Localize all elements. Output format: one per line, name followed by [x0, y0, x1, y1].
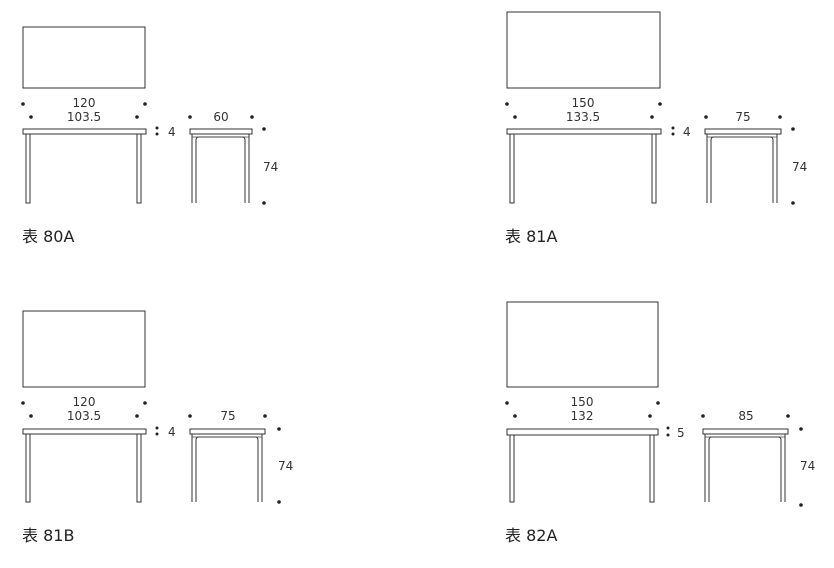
- table-80a-depth-label: 60: [213, 110, 228, 124]
- dim-marker: [155, 432, 159, 436]
- dim-marker: [505, 102, 509, 106]
- table-81b-length-label: 120: [73, 395, 96, 409]
- dim-marker: [650, 115, 654, 119]
- table-81b-front-view: [22, 428, 147, 503]
- dim-marker: [799, 427, 803, 431]
- table-81a-thickness-label: 4: [683, 125, 691, 139]
- dim-marker: [188, 115, 192, 119]
- table-81a-caption: 表 81A: [505, 227, 557, 246]
- table-82a-inner-length-label: 132: [571, 409, 594, 423]
- dim-marker: [671, 126, 675, 130]
- dim-marker: [262, 127, 266, 131]
- dim-marker: [505, 401, 509, 405]
- table-82a-side-view: [702, 428, 789, 502]
- dim-marker: [791, 127, 795, 131]
- dim-marker: [135, 414, 139, 418]
- table-81b-inner-length-label: 103.5: [67, 409, 101, 423]
- dim-marker: [671, 132, 675, 136]
- dim-marker: [250, 115, 254, 119]
- table-81b-depth-label: 75: [220, 409, 235, 423]
- dim-marker: [155, 132, 159, 136]
- table-80a: 120 103.5 4 60 74 表 80A: [21, 26, 278, 246]
- table-81a-top-view: [506, 11, 661, 89]
- dim-marker: [648, 414, 652, 418]
- dim-marker: [263, 414, 267, 418]
- dim-marker: [786, 414, 790, 418]
- table-80a-top-view: [22, 26, 146, 89]
- table-82a-height-label: 74: [800, 459, 815, 473]
- dim-marker: [21, 102, 25, 106]
- table-82a: 150 132 5 85 74 表 82A: [505, 301, 815, 545]
- table-82a-caption: 表 82A: [505, 526, 557, 545]
- dim-marker: [143, 102, 147, 106]
- dim-marker: [21, 401, 25, 405]
- table-80a-front-view: [22, 128, 147, 204]
- table-81b-caption: 表 81B: [22, 526, 74, 545]
- dim-marker: [513, 115, 517, 119]
- dim-marker: [658, 102, 662, 106]
- dim-marker: [666, 433, 670, 437]
- dim-marker: [791, 201, 795, 205]
- table-82a-top-view: [506, 301, 659, 388]
- table-82a-depth-label: 85: [738, 409, 753, 423]
- table-81b-top-view: [22, 310, 146, 388]
- table-81a-front-view: [506, 128, 662, 204]
- dim-marker: [799, 503, 803, 507]
- table-80a-length-label: 120: [73, 96, 96, 110]
- table-82a-thickness-label: 5: [677, 426, 685, 440]
- dim-marker: [155, 126, 159, 130]
- dim-marker: [29, 115, 33, 119]
- dim-marker: [262, 201, 266, 205]
- dim-marker: [143, 401, 147, 405]
- dim-marker: [135, 115, 139, 119]
- table-81b-side-view: [189, 428, 266, 502]
- dim-marker: [666, 426, 670, 430]
- table-81a-side-view: [704, 128, 782, 203]
- dim-marker: [701, 414, 705, 418]
- dim-marker: [277, 427, 281, 431]
- dim-marker: [704, 115, 708, 119]
- dim-marker: [656, 401, 660, 405]
- dim-marker: [155, 426, 159, 430]
- table-80a-height-label: 74: [263, 160, 278, 174]
- table-81a: 150 133.5 4 75 74 表 81A: [505, 11, 807, 246]
- table-81a-height-label: 74: [792, 160, 807, 174]
- table-81a-depth-label: 75: [735, 110, 750, 124]
- table-81a-length-label: 150: [572, 96, 595, 110]
- table-81a-inner-length-label: 133.5: [566, 110, 600, 124]
- table-80a-thickness-label: 4: [168, 125, 176, 139]
- dim-marker: [29, 414, 33, 418]
- table-81b-thickness-label: 4: [168, 425, 176, 439]
- table-81b-height-label: 74: [278, 459, 293, 473]
- dim-marker: [277, 500, 281, 504]
- table-82a-front-view: [506, 428, 659, 503]
- dim-marker: [778, 115, 782, 119]
- table-82a-length-label: 150: [571, 395, 594, 409]
- table-80a-side-view: [189, 128, 253, 203]
- table-80a-inner-length-label: 103.5: [67, 110, 101, 124]
- table-80a-caption: 表 80A: [22, 227, 74, 246]
- table-81b: 120 103.5 4 75 74 表 81B: [21, 310, 293, 545]
- dim-marker: [513, 414, 517, 418]
- dim-marker: [188, 414, 192, 418]
